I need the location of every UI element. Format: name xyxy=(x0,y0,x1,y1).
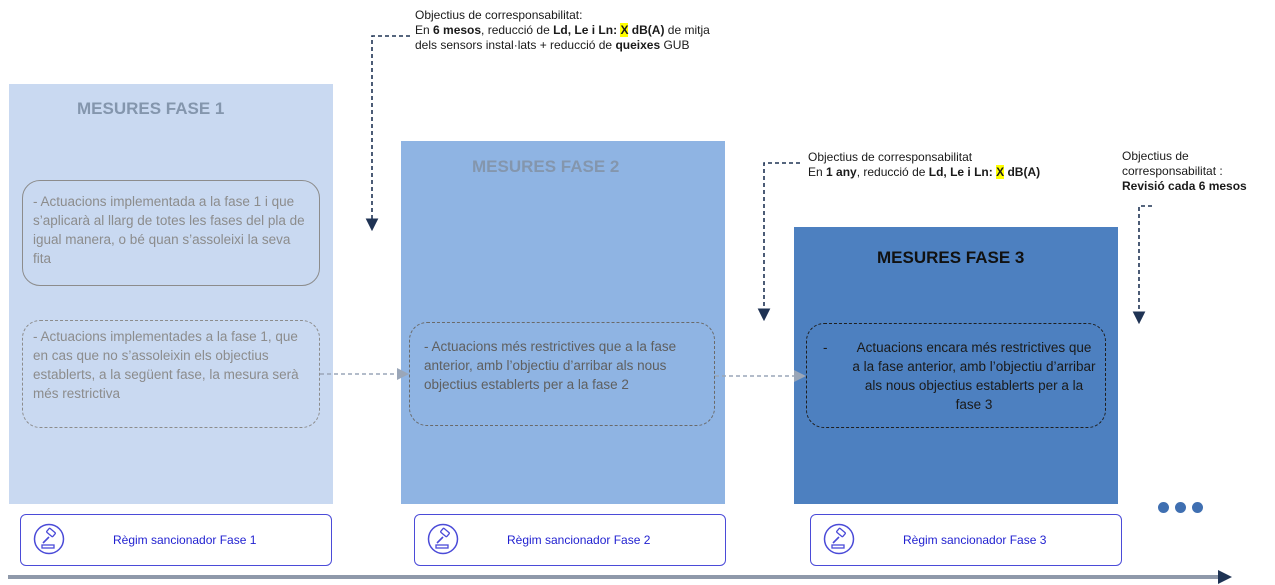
objective-3-arrow xyxy=(1132,205,1152,325)
phase-3-title: MESURES FASE 3 xyxy=(877,248,1025,267)
objective-3-line-1: Objectius de xyxy=(1122,149,1189,163)
more-phases-ellipsis xyxy=(1158,500,1209,518)
phase-3-measures-text: Actuacions encara més restrictives que a… xyxy=(852,340,1096,412)
phase-1-panel xyxy=(9,84,333,504)
dot xyxy=(1158,502,1169,513)
phase-3-measures: - Actuacions encara més restrictives que… xyxy=(806,323,1106,428)
objective-1-title: Objectius de corresponsabilitat: xyxy=(415,8,583,22)
phase-1-title: MESURES FASE 1 xyxy=(77,99,225,118)
phase-2-measures: - Actuacions més restrictives que a la f… xyxy=(409,322,715,426)
phase-2-title: MESURES FASE 2 xyxy=(472,157,620,176)
dot xyxy=(1175,502,1186,513)
dot xyxy=(1192,502,1203,513)
objective-1-arrow xyxy=(365,35,410,232)
phase-1-permanent-measures: - Actuacions implementada a la fase 1 i … xyxy=(22,180,320,286)
phase-1-escalating-measures: - Actuacions implementades a la fase 1, … xyxy=(22,320,320,428)
objective-2-line-2: En 1 any, reducció de Ld, Le i Ln: X dB(… xyxy=(808,165,1041,179)
sanction-regime-phase-2: Règim sancionador Fase 2 xyxy=(414,514,726,566)
sanction-regime-phase-1: Règim sancionador Fase 1 xyxy=(20,514,332,566)
gavel-icon xyxy=(823,523,855,555)
sanction-regime-label: Règim sancionador Fase 1 xyxy=(113,533,257,547)
objective-1-line-2: En 6 mesos, reducció de Ld, Le i Ln: X d… xyxy=(415,23,710,37)
sanction-regime-label: Règim sancionador Fase 2 xyxy=(507,533,651,547)
objective-phase-1: Objectius de corresponsabilitat: En 6 me… xyxy=(415,8,710,53)
gavel-icon xyxy=(33,523,65,555)
objective-2-arrow xyxy=(757,162,800,322)
objective-phase-2: Objectius de corresponsabilitat En 1 any… xyxy=(808,150,1040,180)
phase-3-bullet: - xyxy=(823,340,828,355)
sanction-regime-phase-3: Règim sancionador Fase 3 xyxy=(810,514,1122,566)
sanction-regime-label: Règim sancionador Fase 3 xyxy=(903,533,1047,547)
objective-3-line-3: Revisió cada 6 mesos xyxy=(1122,179,1247,193)
gavel-icon xyxy=(427,523,459,555)
objective-2-title: Objectius de corresponsabilitat xyxy=(808,150,973,164)
phase-3-panel xyxy=(794,227,1118,504)
objective-phase-3: Objectius de corresponsabilitat : Revisi… xyxy=(1122,149,1247,194)
objective-3-line-2: corresponsabilitat : xyxy=(1122,164,1223,178)
objective-1-line-3: dels sensors instal·lats + reducció de q… xyxy=(415,38,690,52)
